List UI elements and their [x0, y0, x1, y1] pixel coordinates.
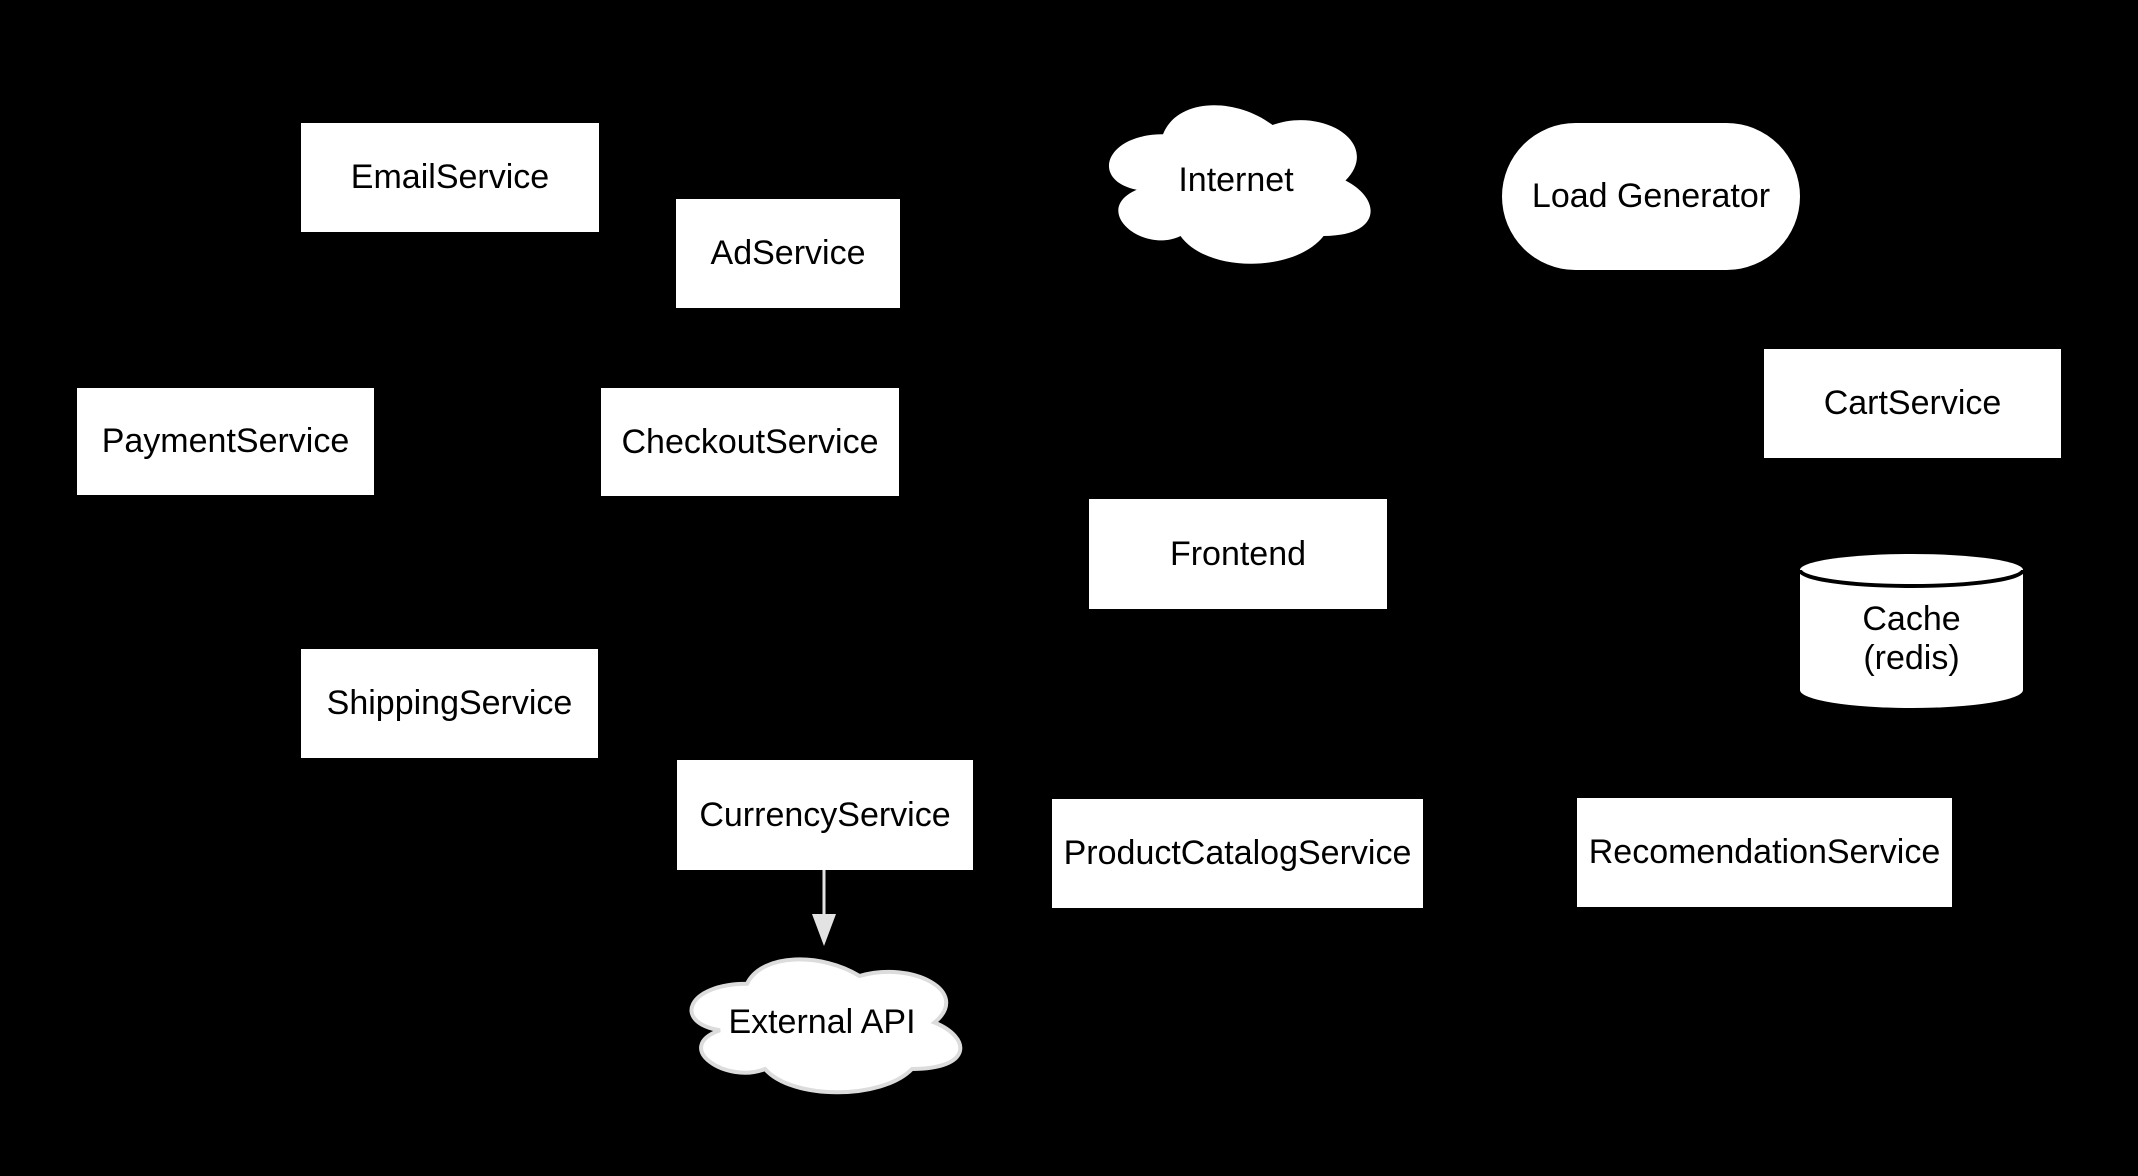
node-product-catalog-service[interactable]: ProductCatalogService: [1052, 799, 1423, 908]
node-product-catalog-service-label: ProductCatalogService: [1063, 834, 1412, 873]
node-recomendation-service[interactable]: RecomendationService: [1577, 798, 1952, 907]
node-cart-service[interactable]: CartService: [1764, 349, 2061, 458]
node-currency-service[interactable]: CurrencyService: [677, 760, 973, 870]
node-shipping-service[interactable]: ShippingService: [301, 649, 598, 758]
cache-label-line1: Cache: [1862, 599, 1961, 638]
node-cart-service-label: CartService: [1823, 384, 2002, 423]
edge-currency-service-to-external-api: [812, 870, 836, 946]
node-frontend[interactable]: Frontend: [1089, 499, 1387, 609]
database-cylinder-icon: [1798, 554, 2025, 708]
cloud-icon: [689, 957, 963, 1095]
node-shipping-service-label: ShippingService: [326, 684, 573, 723]
cache-label-line2: (redis): [1863, 638, 1960, 677]
node-internet-label: Internet: [1178, 161, 1294, 199]
node-currency-service-label: CurrencyService: [699, 795, 951, 834]
cloud-icon: [1108, 105, 1371, 264]
node-external-api-label: External API: [728, 1003, 916, 1041]
node-internet[interactable]: Internet: [1090, 88, 1382, 273]
node-email-service-label: EmailService: [350, 158, 550, 197]
node-payment-service[interactable]: PaymentService: [77, 388, 374, 495]
node-payment-service-label: PaymentService: [101, 422, 350, 461]
node-ad-service-label: AdService: [710, 234, 866, 273]
node-load-generator[interactable]: Load Generator: [1502, 123, 1800, 270]
node-cache-redis[interactable]: Cache (redis): [1798, 553, 2025, 710]
node-cache-redis-label: Cache (redis): [1862, 600, 1960, 678]
node-recomendation-service-label: RecomendationService: [1588, 833, 1941, 872]
node-email-service[interactable]: EmailService: [301, 123, 599, 232]
node-ad-service[interactable]: AdService: [676, 199, 900, 308]
node-load-generator-label: Load Generator: [1531, 177, 1771, 216]
node-checkout-service[interactable]: CheckoutService: [601, 388, 899, 496]
node-external-api[interactable]: External API: [672, 945, 972, 1100]
node-frontend-label: Frontend: [1169, 534, 1307, 573]
node-checkout-service-label: CheckoutService: [621, 422, 879, 461]
